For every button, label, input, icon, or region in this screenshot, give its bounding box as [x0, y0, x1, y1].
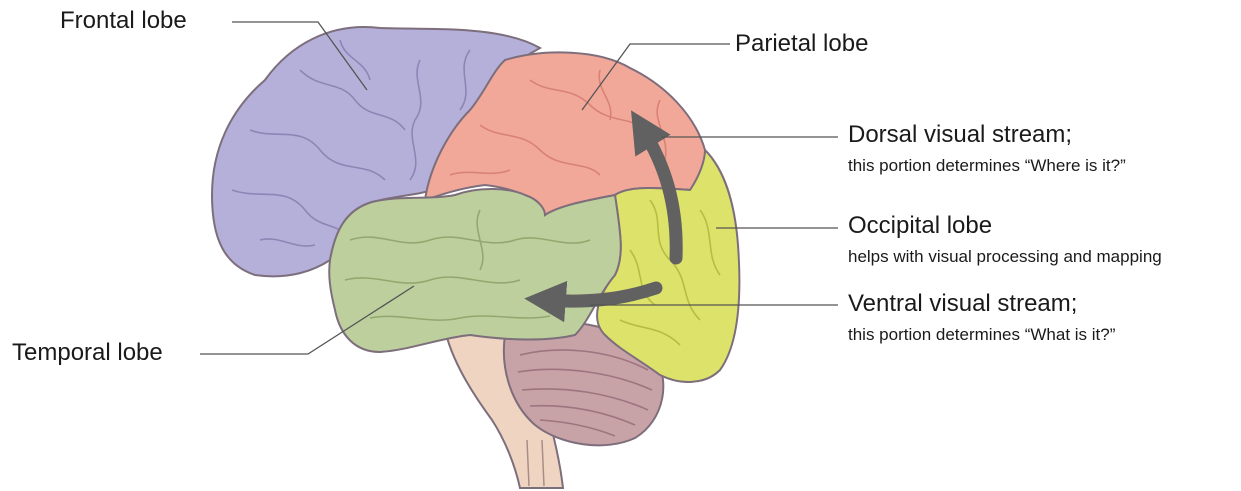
occipital-lobe-label: Occipital lobe helps with visual process…: [848, 213, 1162, 267]
parietal-lobe-label: Parietal lobe: [735, 31, 868, 57]
ventral-stream-title: Ventral visual stream;: [848, 290, 1077, 317]
dorsal-stream-description: this portion determines “Where is it?”: [848, 157, 1126, 176]
frontal-lobe-title: Frontal lobe: [60, 7, 187, 34]
dorsal-stream-label: Dorsal visual stream; this portion deter…: [848, 122, 1126, 176]
parietal-lobe-title: Parietal lobe: [735, 30, 868, 57]
temporal-lobe: [329, 189, 621, 352]
frontal-lobe-label: Frontal lobe: [60, 8, 187, 34]
ventral-stream-description: this portion determines “What is it?”: [848, 326, 1115, 345]
temporal-lobe-label: Temporal lobe: [12, 340, 163, 366]
dorsal-stream-title: Dorsal visual stream;: [848, 121, 1072, 148]
ventral-stream-label: Ventral visual stream; this portion dete…: [848, 291, 1115, 345]
occipital-lobe-description: helps with visual processing and mapping: [848, 248, 1162, 267]
occipital-lobe-title: Occipital lobe: [848, 212, 992, 239]
temporal-lobe-title: Temporal lobe: [12, 339, 163, 366]
